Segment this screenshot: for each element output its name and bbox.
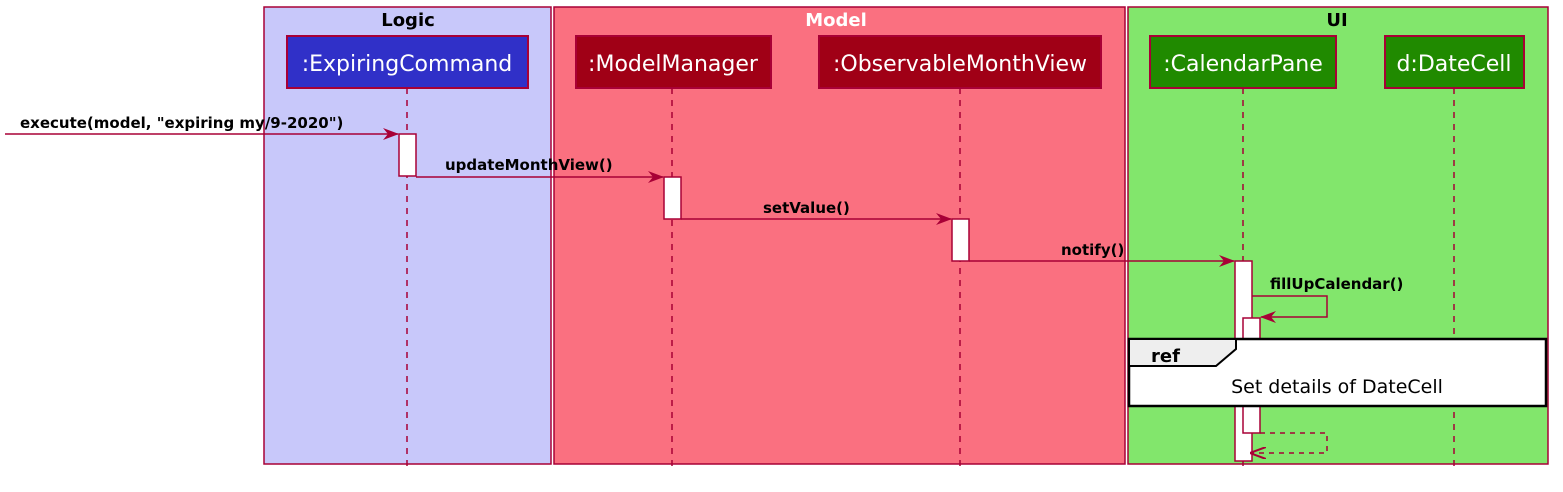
participant-datecell-label: d:DateCell — [1396, 52, 1511, 77]
activation-expiring — [398, 133, 417, 177]
ref-fragment-text: Set details of DateCell — [1231, 376, 1443, 398]
participant-modelmanager — [575, 35, 772, 89]
message-label-fillupcalendar: fillUpCalendar() — [1270, 275, 1403, 293]
message-arrow-return — [1251, 432, 1328, 453]
message-label-setvalue: setValue() — [763, 199, 850, 217]
ref-tab — [1128, 338, 1237, 367]
message-label-updatemonthview: updateMonthView() — [445, 156, 613, 174]
participant-expiring-label: :ExpiringCommand — [302, 52, 513, 77]
box-title-model: Model — [805, 10, 867, 31]
participant-expiring — [286, 35, 529, 89]
box-title-ui: UI — [1326, 10, 1347, 31]
activation-monthview — [951, 218, 970, 262]
participant-datecell — [1384, 35, 1525, 89]
participant-calendarpane-label: :CalendarPane — [1163, 52, 1323, 77]
box-title-logic: Logic — [381, 10, 435, 31]
message-arrow-fillupcalendar — [1252, 295, 1328, 323]
participant-calendarpane — [1149, 35, 1337, 89]
participant-modelmanager-label: :ModelManager — [588, 52, 759, 77]
activation-modelmanager — [663, 176, 682, 220]
participant-monthview-label: :ObservableMonthView — [833, 52, 1087, 77]
participant-monthview — [818, 35, 1102, 89]
message-label-execute: execute(model, "expiring my/9-2020") — [20, 114, 343, 132]
message-label-notify: notify() — [1061, 241, 1124, 259]
ref-tag-label: ref — [1151, 346, 1180, 367]
